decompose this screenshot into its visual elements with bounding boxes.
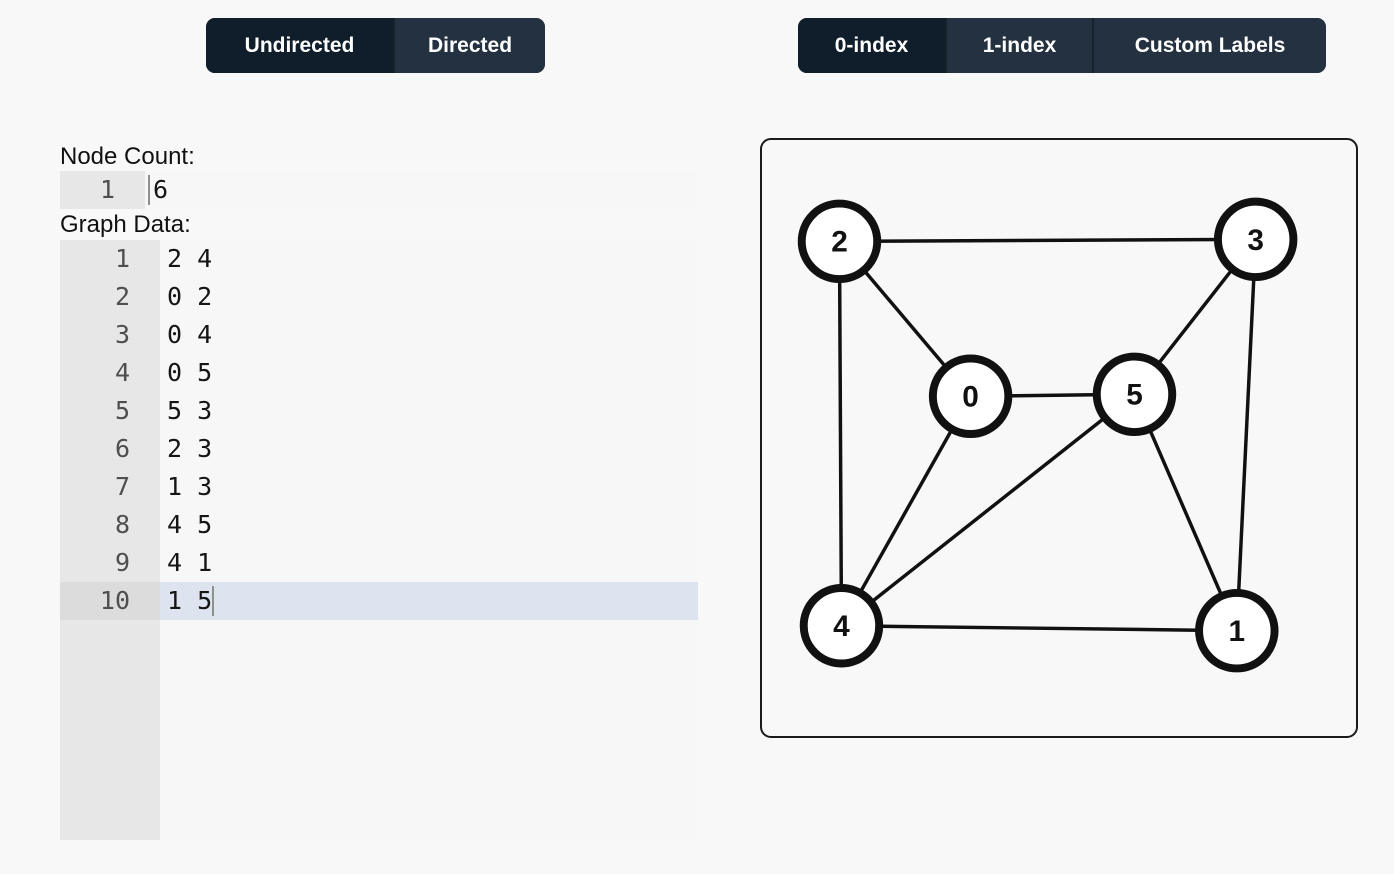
edge-entry[interactable]: 2 4 [167,244,213,273]
line-number: 5 [60,392,160,430]
text-cursor [148,175,150,205]
line-number: 10 [60,582,160,620]
editor-line[interactable]: 1 2 4 [60,240,698,278]
node-circle[interactable] [1195,588,1279,673]
edge-entry[interactable]: 4 5 [167,510,213,539]
line-number: 2 [60,278,160,316]
direction-toggle: Undirected Directed [206,18,545,73]
node-circle[interactable] [1092,352,1177,437]
edge-entry[interactable]: 1 5 [160,582,698,620]
edge-entry[interactable]: 2 3 [167,434,213,463]
editor-line-active[interactable]: 10 1 5 [60,582,698,620]
node-label: 1 [1229,615,1246,648]
line-number: 1 [60,240,160,278]
node-count-label: Node Count: [60,143,195,170]
node-label: 5 [1126,379,1143,412]
toggle-undirected[interactable]: Undirected [206,18,393,73]
toggle-0-index[interactable]: 0-index [798,18,945,73]
node-count-editor[interactable]: 1 6 [60,171,698,209]
node-label: 3 [1247,224,1264,257]
editor-line[interactable]: 4 0 5 [60,354,698,392]
indexing-toggle: 0-index 1-index Custom Labels [798,18,1326,73]
toggle-1-index[interactable]: 1-index [945,18,1092,73]
edge-entry[interactable]: 0 5 [167,358,213,387]
editor-line[interactable]: 7 1 3 [60,468,698,506]
graph-node-0[interactable]: 0 [928,354,1013,438]
node-label: 0 [962,381,979,414]
text-cursor [212,586,214,616]
graph-edge-2-4 [837,239,844,628]
edge-entry[interactable]: 0 2 [167,282,213,311]
edge-entry[interactable]: 4 1 [167,548,213,577]
node-label: 4 [833,610,850,643]
line-number: 1 [60,171,145,209]
graph-edge-0-4 [839,394,973,628]
line-number: 9 [60,544,160,582]
node-circle[interactable] [799,584,884,668]
line-number: 4 [60,354,160,392]
toggle-directed[interactable]: Directed [393,18,545,73]
graph-canvas[interactable]: 2 3 0 5 4 1 [762,140,1356,736]
line-number: 7 [60,468,160,506]
line-number: 3 [60,316,160,354]
graph-data-label: Graph Data: [60,211,191,238]
edge-entry[interactable]: 5 3 [167,396,213,425]
node-count-value[interactable]: 6 [153,175,169,204]
graph-node-1[interactable]: 1 [1195,588,1279,673]
editor-line[interactable]: 1 6 [60,171,698,209]
graph-data-editor[interactable]: 1 2 4 2 0 2 3 0 4 4 0 5 5 5 3 6 2 3 7 1 … [60,240,698,840]
line-number: 6 [60,430,160,468]
graph-node-4[interactable]: 4 [799,584,884,668]
editor-line[interactable]: 6 2 3 [60,430,698,468]
graph-node-5[interactable]: 5 [1092,352,1177,437]
editor-line[interactable]: 5 5 3 [60,392,698,430]
graph-edge-2-3 [837,237,1258,244]
graph-node-2[interactable]: 2 [797,199,882,284]
graph-node-3[interactable]: 3 [1213,197,1298,282]
graph-edge-1-3 [1235,237,1258,633]
editor-line[interactable]: 3 0 4 [60,316,698,354]
graph-edge-1-5 [1132,392,1239,633]
toggle-custom-labels[interactable]: Custom Labels [1092,18,1326,73]
node-circle[interactable] [797,199,882,284]
graph-edge-4-1 [839,623,1239,633]
node-circle[interactable] [1213,197,1298,282]
editor-line[interactable]: 8 4 5 [60,506,698,544]
graph-edge-4-5 [839,392,1137,628]
editor-line[interactable]: 2 0 2 [60,278,698,316]
node-label: 2 [831,226,848,259]
line-number: 8 [60,506,160,544]
edge-entry[interactable]: 1 3 [167,472,213,501]
graph-canvas-panel[interactable]: 2 3 0 5 4 1 [760,138,1358,738]
node-circle[interactable] [928,354,1013,438]
editor-line[interactable]: 9 4 1 [60,544,698,582]
edge-entry[interactable]: 0 4 [167,320,213,349]
